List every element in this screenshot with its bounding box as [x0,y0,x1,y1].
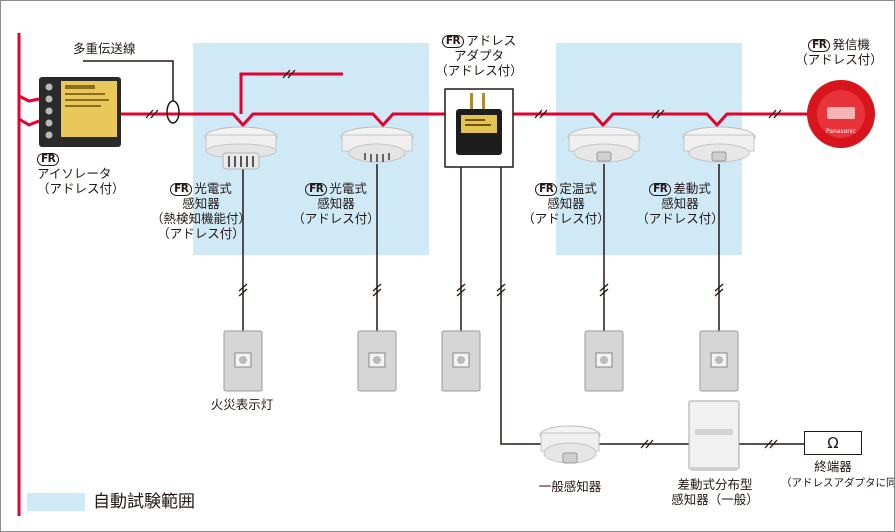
photo-heat-line-1: 感知器 [182,196,220,211]
fire-lamps [223,330,739,392]
isolator-device [39,77,121,147]
terminator-label: 終端器 （アドレスアダプタに同梱） [781,459,894,491]
rate-rise-line-2: （アドレス付） [636,211,724,226]
isolator-name: アイソレータ [37,166,112,181]
fr-badge: FR [441,35,465,48]
svg-text:Panasonic: Panasonic [826,128,856,135]
fixed-temp-detector [567,126,641,163]
transmitter-name: 発信機 [832,37,870,52]
fr-badge: FR [535,183,558,196]
terminator-name: 終端器 [814,459,852,474]
address-adapter-device [456,93,502,155]
isolator-note: （アドレス付） [37,181,125,196]
fixed-temp-name: 定温式 [559,181,597,196]
general-detector-device [539,425,601,464]
general-detector-label: 一般感知器 [538,479,602,494]
transmitter-note: （アドレス付） [795,52,883,67]
rate-rise-detector [682,126,756,163]
fixed-temp-line-2: （アドレス付） [522,211,610,226]
photo-detector [340,126,414,163]
signal-line-label: 多重伝送線 [73,41,136,56]
photo-heat-name: 光電式 [194,181,232,196]
photo-heat-detector [204,126,278,170]
legend-label: 自動試験範囲 [93,492,195,512]
distributed-line-1: 差動式分布型 [677,477,753,492]
fr-badge: FR [305,183,328,196]
fire-lamp-label: 火災表示灯 [210,397,274,412]
legend-swatch [27,493,85,511]
distributed-detector-device [688,400,740,471]
terminator-symbol: Ω [804,431,862,455]
terminator-note: （アドレスアダプタに同梱） [781,477,895,489]
fr-badge: FR [649,183,672,196]
distributed-detector-label: 差動式分布型 感知器（一般） [661,477,769,507]
transmitter-device: Panasonic [807,80,875,148]
distributed-line-2: 感知器（一般） [671,492,759,507]
rate-rise-line-1: 感知器 [661,196,699,211]
photo-line-1: 感知器 [317,196,355,211]
isolator-label: FR アイソレータ （アドレス付） [37,151,125,196]
photo-heat-line-3: （アドレス付） [157,226,245,241]
photo-name: 光電式 [329,181,367,196]
adapter-line-1: アダプタ [453,48,504,63]
photo-heat-line-2: （熱検知機能付） [151,211,252,226]
photo-line-2: （アドレス付） [292,211,380,226]
fixed-temp-line-1: 感知器 [547,196,585,211]
adapter-line-2: （アドレス付） [435,63,523,78]
break-marks [145,69,782,449]
fr-badge: FR [170,183,193,196]
rate-rise-name: 差動式 [673,181,711,196]
fr-badge: FR [808,39,831,52]
fr-badge: FR [37,153,60,166]
adapter-name: アドレス [466,33,517,48]
